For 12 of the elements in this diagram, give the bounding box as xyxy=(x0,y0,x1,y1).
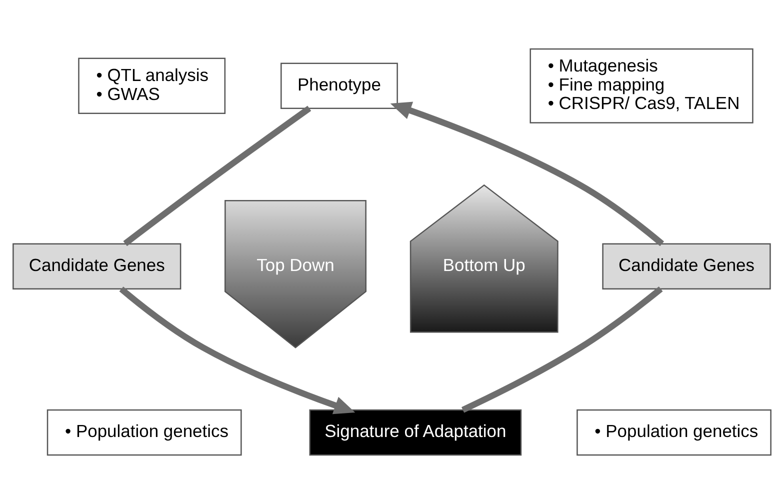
node-box: Phenotype xyxy=(280,62,398,108)
node-box: • Population genetics xyxy=(576,408,772,456)
connector xyxy=(461,286,663,412)
node-box: Signature of Adaptation xyxy=(309,408,522,456)
node-box: Candidate Genes xyxy=(602,242,771,289)
connector xyxy=(123,105,312,246)
node-box: Candidate Genes xyxy=(12,242,182,289)
arrow xyxy=(119,286,356,414)
node-box: • Mutagenesis • Fine mapping • CRISPR/ Cas9, TALEN xyxy=(530,48,754,123)
arrow xyxy=(390,101,664,246)
node-box: • QTL analysis • GWAS xyxy=(78,57,226,114)
node-box: • Population genetics xyxy=(46,408,242,456)
